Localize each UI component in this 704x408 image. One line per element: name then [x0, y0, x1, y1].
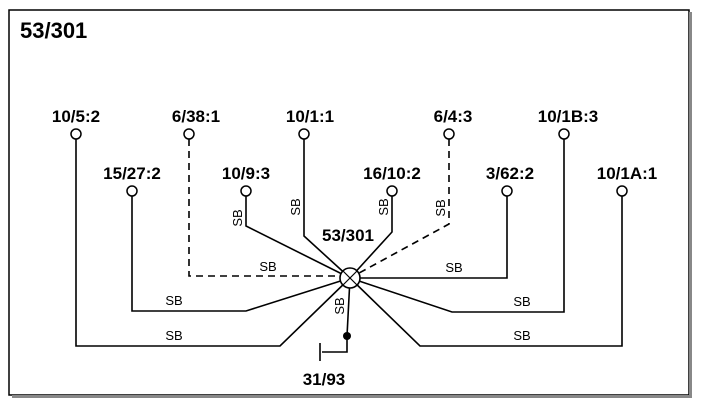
wire-ground	[322, 277, 351, 353]
wire-label: SB	[332, 297, 347, 314]
wire-label: SB	[445, 260, 462, 275]
connector-labels: 10/5:2 15/27:2 6/38:1 10/9:3 10/1:1 16/1…	[52, 107, 657, 389]
wire-10-9-3	[245, 196, 351, 279]
wire-15-27-2	[131, 196, 351, 312]
diagram-frame-shadow-bottom	[12, 395, 692, 398]
wire-3-62-2	[350, 196, 508, 279]
wire-label: SB	[165, 293, 182, 308]
connector-label: 10/1:1	[286, 107, 334, 126]
terminal-6-38-1	[183, 128, 195, 140]
connector-label: 3/62:2	[486, 164, 534, 183]
terminal-10-1b-3	[558, 128, 570, 140]
ground-label: 31/93	[303, 370, 346, 389]
connector-label: 6/38:1	[172, 107, 220, 126]
ground-node	[343, 332, 351, 340]
wire-labels: SB SB SB SB SB SB SB SB SB SB SB	[165, 198, 530, 343]
diagram-frame-shadow	[689, 12, 692, 398]
terminal-15-27-2	[126, 185, 138, 197]
connector-label: 10/1B:3	[538, 107, 598, 126]
wire-10-5-2	[75, 139, 351, 347]
terminal-6-4-3	[443, 128, 455, 140]
wires	[75, 139, 623, 361]
wire-label: SB	[513, 328, 530, 343]
splice-node	[339, 267, 361, 289]
wire-10-1-1	[303, 139, 351, 279]
connector-label: 10/5:2	[52, 107, 100, 126]
diagram-frame	[8, 9, 690, 396]
center-label: 53/301	[322, 226, 374, 245]
wire-10-1a-1	[349, 196, 623, 347]
wire-6-38-1	[188, 139, 350, 277]
connector-label: 10/9:3	[222, 164, 270, 183]
connector-label: 16/10:2	[363, 164, 421, 183]
terminal-10-1a-1	[616, 185, 628, 197]
diagram-title: 53/301	[20, 18, 87, 43]
connector-label: 10/1A:1	[597, 164, 657, 183]
terminal-10-5-2	[70, 128, 82, 140]
terminal-16-10-2	[386, 185, 398, 197]
wire-label: SB	[230, 209, 245, 226]
wire-16-10-2	[349, 196, 393, 279]
wire-label: SB	[433, 199, 448, 216]
connector-label: 6/4:3	[434, 107, 473, 126]
terminal-3-62-2	[501, 185, 513, 197]
wire-label: SB	[376, 198, 391, 215]
terminals	[70, 128, 628, 197]
wire-label: SB	[513, 294, 530, 309]
wire-label: SB	[259, 259, 276, 274]
connector-label: 15/27:2	[103, 164, 161, 183]
wire-6-4-3	[349, 139, 450, 279]
wire-label: SB	[165, 328, 182, 343]
wire-label: SB	[288, 198, 303, 215]
wire-10-1b-3	[349, 139, 565, 313]
terminal-10-1-1	[298, 128, 310, 140]
terminal-10-9-3	[240, 185, 252, 197]
